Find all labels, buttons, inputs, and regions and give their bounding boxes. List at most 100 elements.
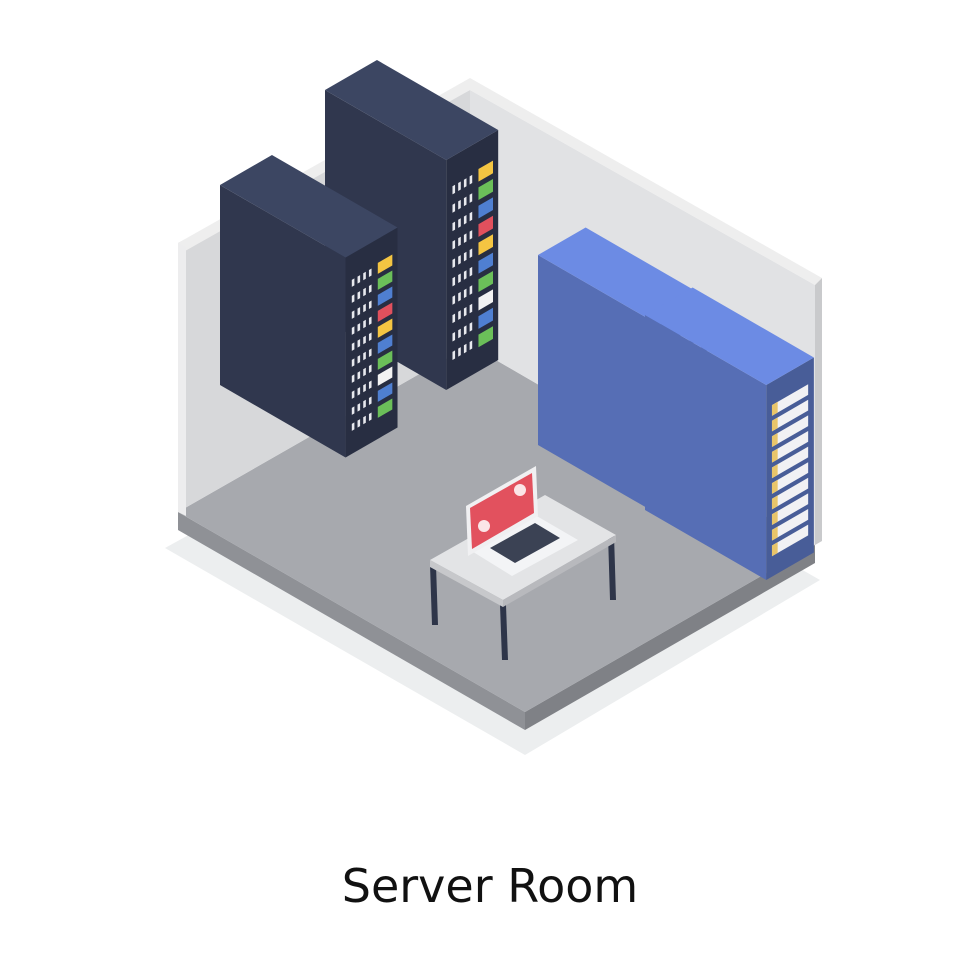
port-dot	[463, 343, 467, 354]
port-dot	[351, 406, 355, 415]
blue-server-rack-front	[645, 287, 814, 580]
port-dot	[363, 303, 366, 313]
port-dot	[351, 278, 355, 287]
port-dot	[463, 325, 467, 335]
blade-indicator	[771, 464, 778, 479]
status-light	[478, 160, 494, 182]
port-dot	[363, 383, 366, 393]
rack-top	[220, 155, 398, 258]
blade-indicator	[771, 417, 778, 432]
server-blade	[771, 431, 809, 463]
port-dot	[368, 300, 372, 309]
blade-indicator	[771, 448, 778, 463]
status-light	[377, 286, 393, 306]
port-dot	[351, 326, 355, 335]
port-dot	[463, 178, 467, 188]
rack-top	[325, 60, 499, 160]
port-dot	[458, 199, 461, 210]
port-dot	[463, 251, 467, 262]
port-dot	[351, 422, 355, 431]
port-dot	[458, 347, 461, 357]
caption-title: Server Room	[342, 859, 638, 913]
status-light	[478, 289, 494, 311]
blade-indicator	[771, 542, 778, 557]
status-light	[377, 302, 393, 322]
port-dot	[469, 266, 473, 277]
status-light	[478, 326, 494, 348]
blade-indicator	[771, 511, 778, 526]
port-dot	[469, 285, 473, 295]
dark-server-rack-front	[220, 155, 398, 458]
port-dot	[357, 307, 361, 316]
port-dot	[463, 233, 467, 243]
status-light	[478, 234, 494, 256]
port-dot	[452, 240, 456, 250]
port-dot	[368, 380, 372, 389]
port-dot	[368, 332, 372, 341]
server-blade	[771, 384, 809, 416]
port-dot	[452, 350, 456, 360]
port-dot	[463, 288, 467, 299]
port-dot	[469, 211, 473, 222]
server-blade	[771, 462, 809, 494]
status-light	[377, 350, 393, 370]
port-dot	[469, 340, 473, 351]
port-dot	[469, 303, 473, 314]
blade-indicator	[771, 433, 778, 448]
port-dot	[351, 310, 355, 319]
port-dot	[363, 319, 366, 329]
port-dot	[452, 221, 456, 232]
blade-indicator	[771, 479, 778, 494]
status-light	[478, 271, 494, 293]
port-dot	[452, 295, 456, 305]
port-dot	[363, 351, 366, 361]
port-dot	[458, 310, 461, 320]
port-dot	[351, 374, 355, 383]
port-dot	[452, 203, 456, 213]
port-dot	[363, 399, 366, 409]
port-dot	[452, 332, 456, 342]
desk-edge-front	[430, 560, 503, 607]
port-dot	[357, 323, 361, 332]
port-dot	[351, 342, 355, 351]
server-blade	[771, 524, 809, 557]
port-dot	[351, 358, 355, 367]
port-dot	[357, 371, 361, 380]
port-dot	[469, 230, 473, 240]
back-wall-top	[470, 78, 822, 285]
port-dot	[368, 364, 372, 373]
rack-top	[538, 227, 707, 325]
status-light	[478, 197, 494, 219]
floor-edge-side	[525, 545, 815, 730]
desk-edge-side	[503, 535, 616, 607]
status-light	[377, 254, 393, 274]
port-dot	[368, 396, 372, 405]
server-blade	[771, 477, 809, 510]
port-dot	[458, 291, 461, 302]
port-dot	[452, 313, 456, 324]
port-dot	[368, 348, 372, 357]
port-dot	[368, 268, 372, 277]
server-blade	[771, 446, 809, 479]
port-dot	[357, 275, 361, 284]
port-dot	[458, 255, 461, 265]
port-dot	[458, 328, 461, 339]
status-light	[377, 398, 393, 418]
port-dot	[458, 181, 461, 192]
port-dot	[357, 387, 361, 396]
server-blade	[771, 399, 809, 432]
port-dot	[463, 307, 467, 317]
port-dot	[363, 415, 366, 425]
port-dot	[463, 270, 467, 280]
status-light	[377, 318, 393, 338]
port-dot	[469, 248, 473, 259]
rack-side-face	[538, 255, 660, 515]
laptop	[466, 466, 578, 576]
port-dot	[463, 196, 467, 207]
status-light	[478, 307, 494, 329]
status-light	[377, 382, 393, 402]
port-dot	[452, 184, 456, 195]
port-dot	[458, 236, 461, 247]
server-blade	[771, 509, 809, 541]
